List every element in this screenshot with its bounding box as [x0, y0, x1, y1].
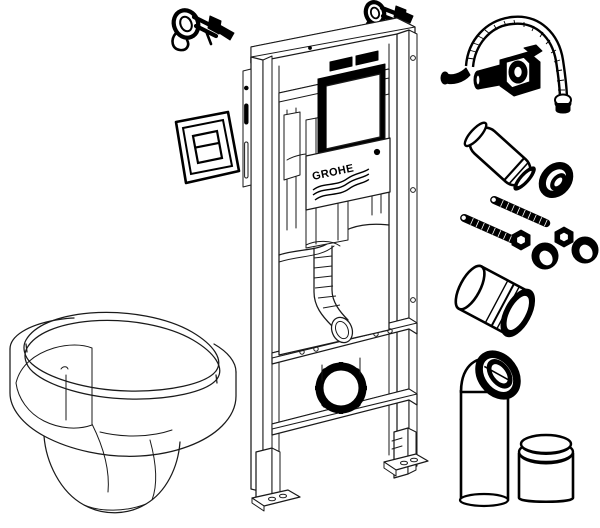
inspection-opening	[317, 50, 386, 158]
waste-outlet-collar	[315, 357, 367, 414]
wc-seat	[23, 311, 221, 400]
threaded-studs	[460, 195, 551, 246]
brand-wave-mark	[312, 168, 370, 201]
brand-logo-dot	[373, 148, 381, 156]
cap-covers	[531, 236, 599, 270]
brand-logo-plate: GROHE	[305, 137, 391, 211]
connector-sleeve	[454, 264, 536, 338]
flush-plate-buttons[interactable]	[191, 129, 224, 165]
short-adapter-sleeve	[517, 433, 575, 504]
flush-pipe-gasket	[538, 162, 574, 198]
wc-bowl	[9, 317, 237, 514]
wc-bowl-assembly	[9, 311, 237, 514]
flush-plate[interactable]	[174, 110, 241, 185]
supply-hose-assembly	[440, 15, 572, 114]
concealed-cistern: GROHE	[278, 50, 391, 356]
wall-anchor-top-left	[171, 8, 235, 52]
flush-pipe	[463, 121, 536, 191]
waste-bend-pipe	[458, 350, 521, 508]
hex-nuts	[511, 226, 574, 251]
